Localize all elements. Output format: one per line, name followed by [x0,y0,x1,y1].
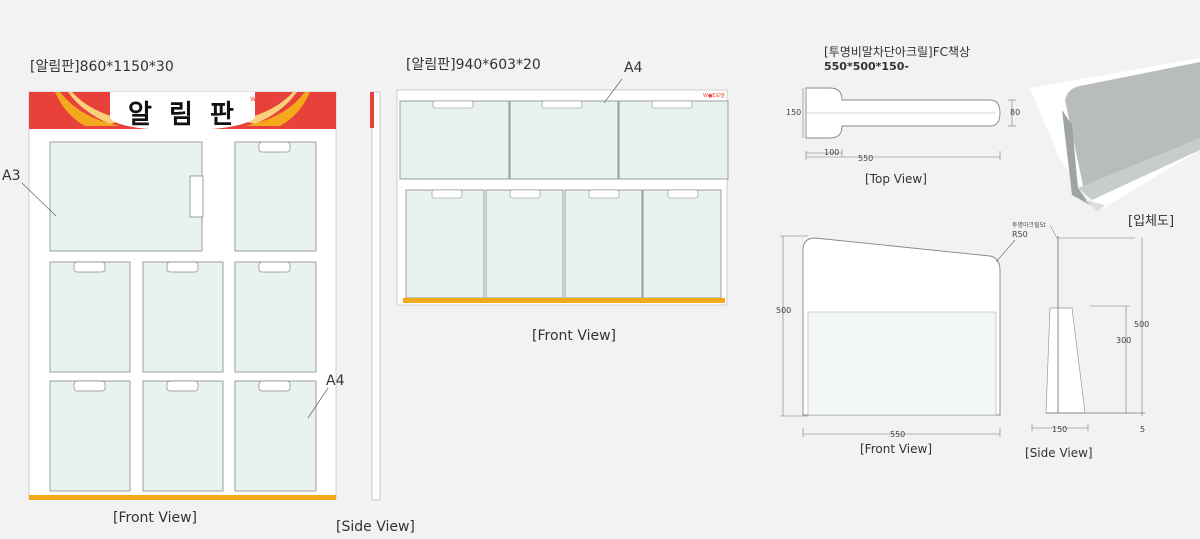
board1-front-view [21,91,337,500]
desk-top-view-label: [Top View] [865,172,927,186]
board1-title: [알림판]860*1150*30 [30,59,174,75]
desk-title-line1: [투명비말차단아크릴]FC책상 [824,45,971,59]
desk-top-dim-100: 100 [824,148,840,157]
desk-front-view [780,235,1016,437]
desk-side-view-label: [Side View] [1025,446,1093,460]
desk-side-dim-5: 5 [1140,425,1146,434]
desk-top-dim-150: 150 [786,108,802,117]
board1-side-view [370,91,381,501]
desk-side-dim-500: 500 [1134,320,1150,329]
desk-side-dim-300: 300 [1116,336,1132,345]
desk-iso-view-label: [입체도] [1128,214,1175,229]
board1-logo: W●E모델 [250,96,276,103]
desk-front-view-label: [Front View] [860,442,933,456]
board1-front-view-label: [Front View] [113,510,198,526]
desk-top-dim-80: 80 [1010,108,1021,117]
desk-front-dim-500: 500 [776,306,792,315]
desk-side-material: 투명아크릴5t [1012,222,1046,229]
desk-iso-view [1030,58,1200,212]
board2-logo: W●E모델 [703,93,725,99]
board2-title: [알림판]940*603*20 [406,57,541,73]
desk-title-line2: 550*500*150- [824,60,909,73]
board1-side-view-label: [Side View] [336,519,415,535]
desk-top-dim-550: 550 [858,154,874,163]
desk-top-view [802,87,1016,160]
board2-front-view [396,78,729,306]
board1-callout-a3: A3 [2,168,21,184]
desk-side-view [1031,224,1145,431]
board2-front-view-label: [Front View] [532,328,617,344]
board1-callout-a4: A4 [326,373,345,389]
board1-header-text: 알 림 판 [128,100,238,130]
board2-callout-a4: A4 [624,60,643,76]
desk-side-dim-150: 150 [1052,425,1068,434]
desk-front-dim-550: 550 [890,430,906,439]
desk-front-dim-r50: R50 [1012,230,1028,239]
